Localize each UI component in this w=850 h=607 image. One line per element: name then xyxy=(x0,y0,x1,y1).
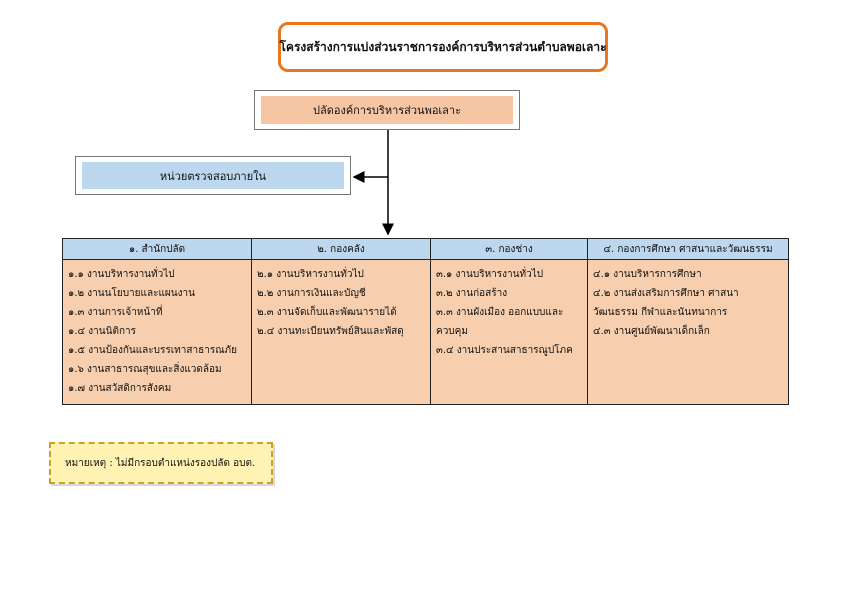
chart-title: โครงสร้างการแบ่งส่วนราชการองค์การบริหารส… xyxy=(278,22,608,72)
department-item: ๓.๑ งานบริหารงานทั่วไป xyxy=(436,269,544,280)
head-position-box: ปลัดองค์การบริหารส่วนพอเลาะ xyxy=(254,90,520,130)
department-item: ๒.๓ งานจัดเก็บและพัฒนารายได้ xyxy=(257,307,397,318)
department-item: ๑.๓ งานการเจ้าหน้าที่ xyxy=(68,307,163,318)
department-header: ๒. กองคลัง xyxy=(252,239,430,260)
department-item-list: ๒.๑ งานบริหารงานทั่วไป ๒.๒ งานการเงินและ… xyxy=(252,260,430,346)
department-item: ๔.๓ งานศูนย์พัฒนาเด็กเล็ก xyxy=(593,326,710,337)
department-item-list: ๓.๑ งานบริหารงานทั่วไป ๓.๒ งานก่อสร้าง ๓… xyxy=(431,260,587,365)
department-header: ๑. สำนักปลัด xyxy=(63,239,251,260)
department-column: ๔. กองการศึกษา ศาสนาและวัฒนธรรม ๔.๑ งานบ… xyxy=(588,239,788,404)
department-item: ๒.๔ งานทะเบียนทรัพย์สินและพัสดุ xyxy=(257,326,404,337)
department-column: ๓. กองช่าง ๓.๑ งานบริหารงานทั่วไป ๓.๒ งา… xyxy=(431,239,588,404)
department-item-list: ๔.๑ งานบริหารการศึกษา ๔.๒ งานส่งเสริมการ… xyxy=(588,260,788,346)
department-item: ๑.๗ งานสวัสดิการสังคม xyxy=(68,383,172,394)
department-header: ๓. กองช่าง xyxy=(431,239,587,260)
department-item: วัฒนธรรม กีฬาและนันทนาการ xyxy=(593,307,728,318)
department-item: ๓.๒ งานก่อสร้าง xyxy=(436,288,508,299)
department-column: ๒. กองคลัง ๒.๑ งานบริหารงานทั่วไป ๒.๒ งา… xyxy=(252,239,431,404)
head-position-label: ปลัดองค์การบริหารส่วนพอเลาะ xyxy=(261,96,513,124)
department-item: ๑.๒ งานนโยบายและแผนงาน xyxy=(68,288,195,299)
audit-unit-label: หน่วยตรวจสอบภายใน xyxy=(82,162,344,189)
department-item: ๑.๔ งานนิติการ xyxy=(68,326,136,337)
department-item: ๓.๔ งานประสานสาธารณูปโภค xyxy=(436,345,573,356)
audit-unit-box: หน่วยตรวจสอบภายใน xyxy=(75,156,351,195)
remark-note: หมายเหตุ : ไม่มีกรอบตำแหน่งรองปลัด อบต. xyxy=(49,442,273,484)
department-item: ๓.๓ งานผังเมือง ออกแบบและ xyxy=(436,307,564,318)
department-column: ๑. สำนักปลัด ๑.๑ งานบริหารงานทั่วไป ๑.๒ … xyxy=(63,239,252,404)
departments-table: ๑. สำนักปลัด ๑.๑ งานบริหารงานทั่วไป ๑.๒ … xyxy=(62,238,789,405)
department-item: ควบคุม xyxy=(436,326,468,337)
department-item: ๒.๑ งานบริหารงานทั่วไป xyxy=(257,269,364,280)
department-item: ๔.๑ งานบริหารการศึกษา xyxy=(593,269,702,280)
department-item: ๑.๑ งานบริหารงานทั่วไป xyxy=(68,269,175,280)
department-item: ๑.๖ งานสาธารณสุขและสิ่งแวดล้อม xyxy=(68,364,222,375)
department-item: ๑.๕ งานป้องกันและบรรเทาสาธารณภัย xyxy=(68,345,237,356)
department-item: ๔.๒ งานส่งเสริมการศึกษา ศาสนา xyxy=(593,288,739,299)
department-header: ๔. กองการศึกษา ศาสนาและวัฒนธรรม xyxy=(588,239,788,260)
department-item: ๒.๒ งานการเงินและบัญชี xyxy=(257,288,366,299)
department-item-list: ๑.๑ งานบริหารงานทั่วไป ๑.๒ งานนโยบายและแ… xyxy=(63,260,251,403)
